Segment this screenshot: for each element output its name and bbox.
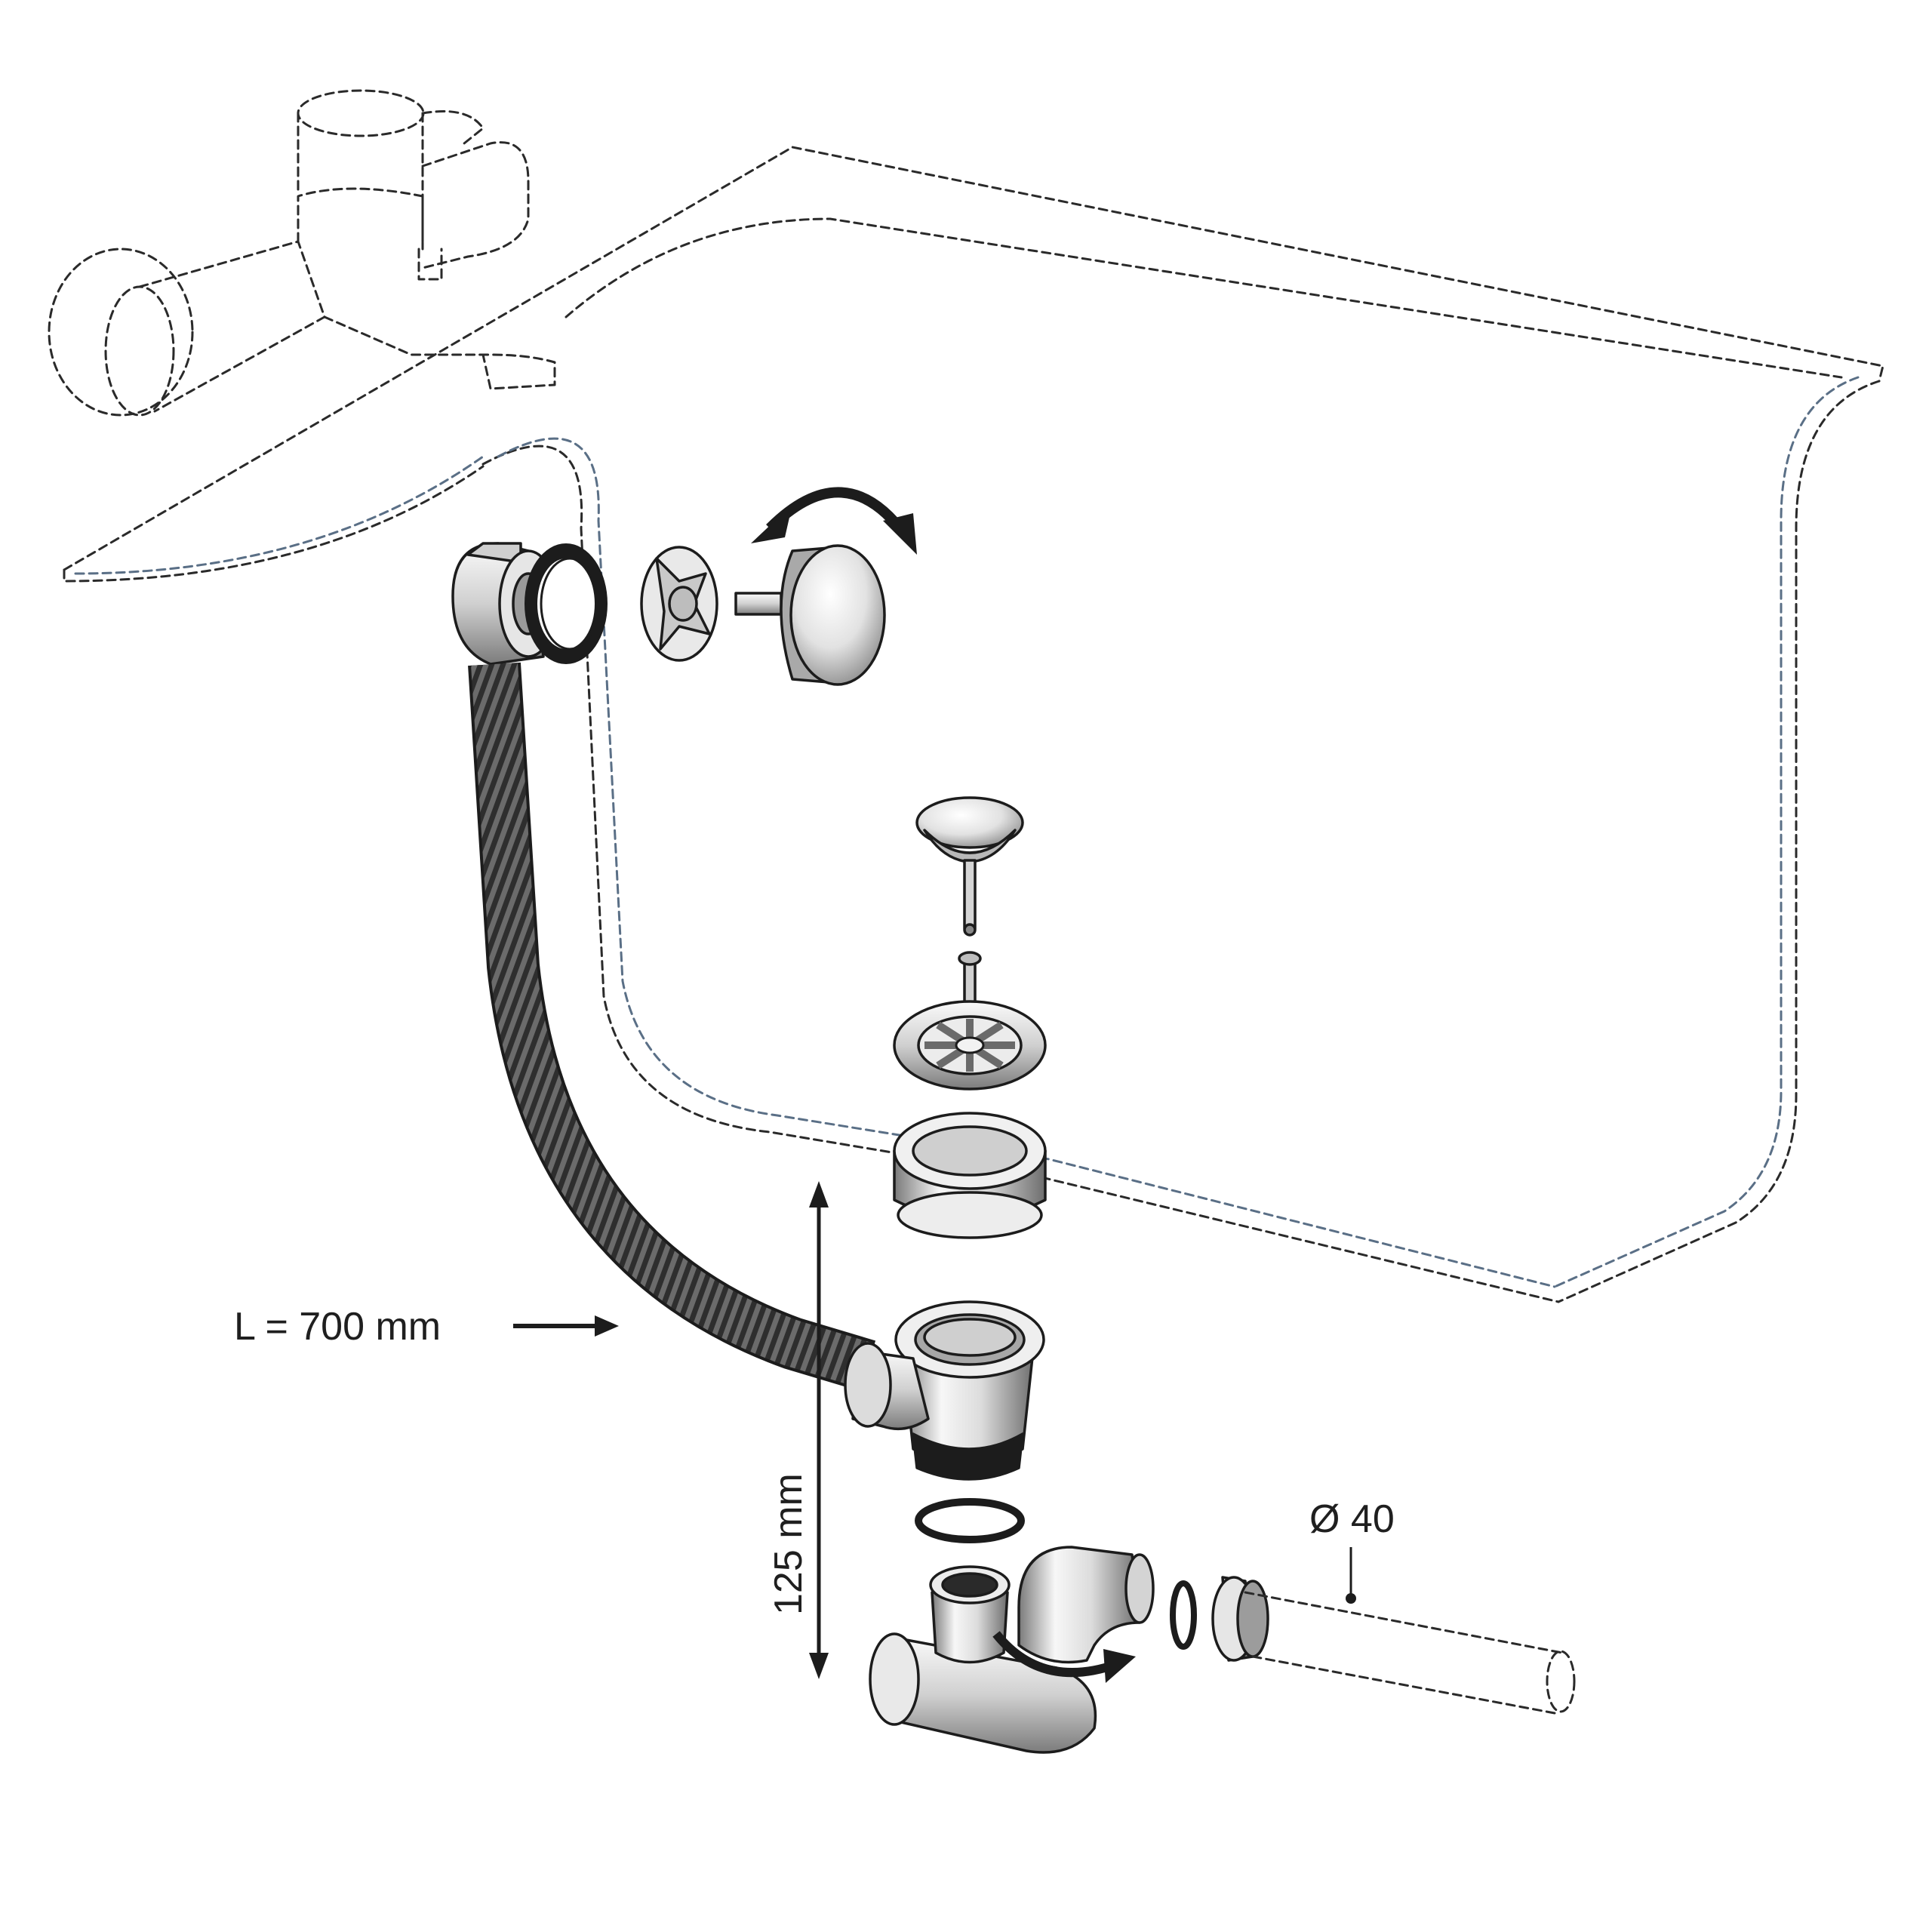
drain-body: [844, 1300, 1045, 1481]
overflow-knob: [734, 544, 886, 686]
hose-length-label: L = 700 mm: [234, 1305, 441, 1349]
faucet-outline: [48, 89, 556, 417]
arrow-right-icon: [513, 1315, 619, 1337]
curved-double-arrow-icon: [751, 487, 917, 555]
curved-arrow-icon: [992, 1631, 1136, 1683]
union-nut: [1211, 1576, 1269, 1662]
sealing-ring: [915, 1498, 1025, 1543]
siphon-trap: [869, 1546, 1155, 1754]
overflow-gasket: [525, 543, 608, 664]
outlet-pipe: [1244, 1547, 1576, 1715]
height-label: 125 mm: [767, 1473, 811, 1615]
strainer: [893, 951, 1047, 1091]
height-dimension: [809, 1181, 829, 1679]
overflow-rose: [640, 546, 718, 662]
compression-ring: [1170, 1580, 1197, 1650]
bathtub-outline: [63, 146, 1884, 1303]
drain-flange: [893, 1112, 1047, 1239]
pipe-diameter-label: Ø 40: [1309, 1497, 1395, 1541]
flexible-hose: [468, 662, 876, 1392]
drain-plug: [915, 796, 1024, 937]
